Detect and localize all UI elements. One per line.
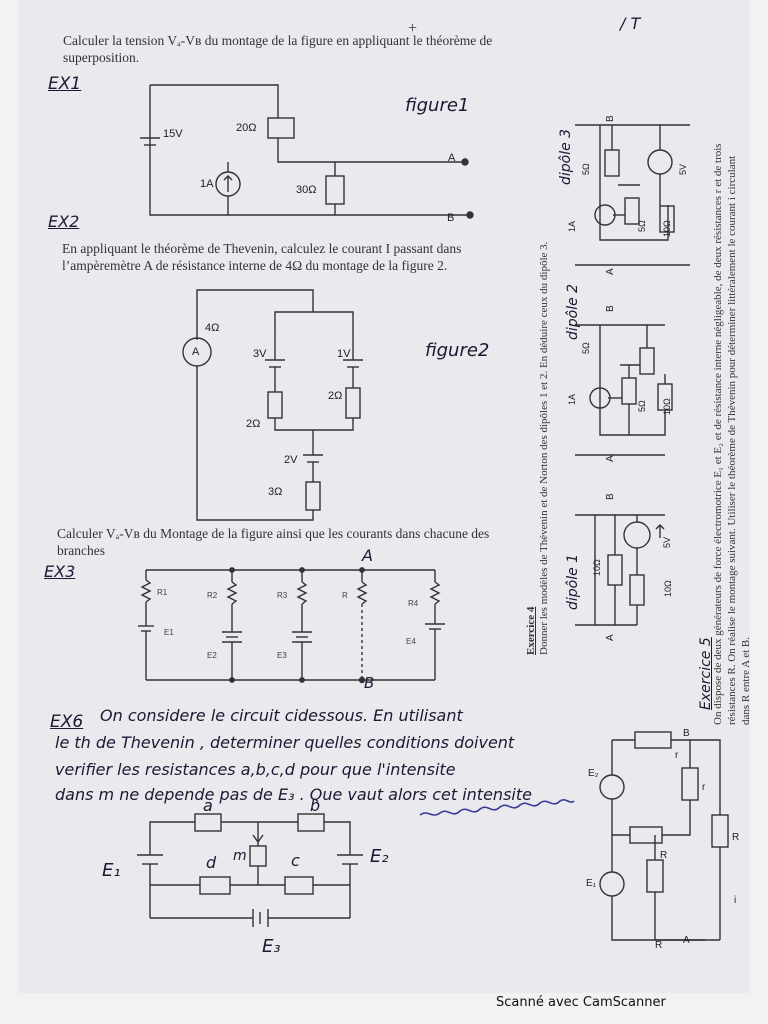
ex6-label-e1: E₁ <box>102 860 121 881</box>
ex6-label-e2: E₂ <box>370 846 389 867</box>
ex5-label-r-top: r <box>675 750 679 761</box>
ex6-line4: dans m ne depende pas de E₃ . Que vaut a… <box>55 785 532 804</box>
ex2-label: EX2 <box>48 212 80 231</box>
ex1-resistor-20 <box>267 117 295 139</box>
ex2-label-3ohm: 3Ω <box>268 486 283 498</box>
ex3-label-e1: E1 <box>164 628 174 637</box>
ex5-label-r-load: R <box>732 832 740 843</box>
ex6-label: EX6 <box>50 712 84 732</box>
ex5-label-r-right: r <box>702 782 706 793</box>
ex1-label-a: A <box>448 152 456 164</box>
ex1-label: EX1 <box>48 74 82 94</box>
ex3-label-r1: R1 <box>157 588 168 597</box>
ex6-label-b: b <box>310 796 321 815</box>
ex3-label-e2: E2 <box>207 651 217 660</box>
ex2-label-2v: 2V <box>284 454 298 466</box>
ex3-label-r: R <box>342 591 348 600</box>
ex6-label-a: a <box>203 796 213 815</box>
ex1-label-1a: 1A <box>200 178 214 190</box>
ex2-label-1v: 1V <box>337 348 351 360</box>
ex2-label-4ohm: 4Ω <box>205 322 220 334</box>
ex1-label-15v: 15V <box>163 128 183 140</box>
ex3-instruction: Calculer Vₐ-Vʙ du Montage de la figure a… <box>57 526 490 558</box>
ammeter-label: A <box>192 346 200 358</box>
camscanner-footer: Scanné avec CamScanner <box>496 995 666 1010</box>
ex2-label-2ohm-left: 2Ω <box>246 418 261 430</box>
ex2-label-2ohm-right: 2Ω <box>328 390 343 402</box>
figure2-label: figure2 <box>425 340 490 361</box>
top-plus-mark: + <box>408 20 418 37</box>
ex3-label-e3: E3 <box>277 651 287 660</box>
ex3-label-e4: E4 <box>406 637 416 646</box>
paper-sheet <box>18 0 750 993</box>
ex1-label-b: B <box>447 212 455 224</box>
ex6-label-e3: E₃ <box>262 936 281 957</box>
ex6-line2: le th de Thevenin , determiner quelles c… <box>55 733 515 752</box>
ex3-label: EX3 <box>44 562 76 581</box>
ex5-label-r-left: R <box>655 940 663 951</box>
ex6-label-m: m <box>233 848 247 864</box>
ex2-label-3v: 3V <box>253 348 267 360</box>
ex5-label-e2: E₂ <box>588 768 599 779</box>
ex3-label-r3: R3 <box>277 591 288 600</box>
ex6-line1: On considere le circuit cidessous. En ut… <box>100 706 463 725</box>
ex1-label-20ohm: 20Ω <box>236 122 257 134</box>
top-right-mark: / T <box>620 14 641 33</box>
ex1-instruction: Calculer la tension Vₐ-Vʙ du montage de … <box>63 33 493 65</box>
ex5-label-i: i <box>734 895 737 906</box>
ex2-instruction: En appliquant le théorème de Thevenin, c… <box>62 241 462 273</box>
ex3-node-b: B <box>364 674 375 692</box>
ex3-node-a: A <box>362 546 373 565</box>
ex5-label-b: B <box>683 728 690 739</box>
ex6-label-d: d <box>206 853 217 872</box>
ex1-label-30ohm: 30Ω <box>296 184 317 196</box>
ex5-label-r-mid: R <box>660 850 668 861</box>
ex6-label-c: c <box>291 851 300 870</box>
figure1-label: figure1 <box>405 95 470 116</box>
ex3-label-r2: R2 <box>207 591 218 600</box>
ex5-label-e1: E₁ <box>586 878 597 889</box>
ex3-label-r4: R4 <box>408 599 419 608</box>
ex6-line3: verifier les resistances a,b,c,d pour qu… <box>55 760 456 779</box>
ex5-label-a: A <box>683 935 690 946</box>
